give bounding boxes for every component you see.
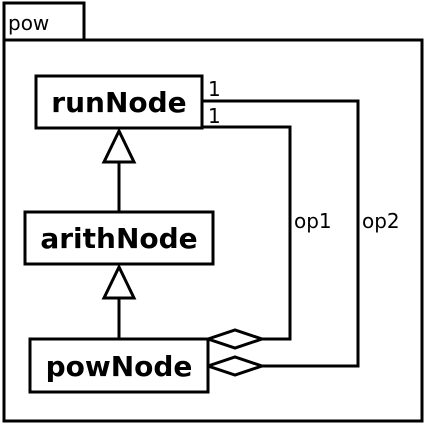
class-arith-node: arithNode [23, 210, 215, 266]
class-arith-node-box [23, 210, 215, 266]
class-pow-node: powNode [28, 337, 210, 394]
aggregation-diamond-op2 [203, 355, 267, 377]
role-label-op1: op1 [294, 209, 332, 233]
multiplicity-op1: 1 [208, 104, 221, 128]
multiplicity-op2: 1 [208, 77, 221, 101]
class-run-node-name: runNode [51, 86, 186, 119]
class-pow-node-box [28, 337, 210, 394]
association-op2-line [202, 99, 360, 368]
association-op1-line [202, 125, 292, 341]
class-arith-node-name: arithNode [40, 222, 197, 255]
class-run-node-box [34, 74, 204, 130]
package-body [2, 38, 424, 423]
generalization-arrowhead-run [101, 127, 137, 164]
class-pow-node-name: powNode [46, 350, 193, 383]
role-label-op2: op2 [362, 209, 400, 233]
aggregation-diamond-op1 [203, 328, 267, 350]
package-name: pow [8, 11, 49, 35]
class-run-node: runNode [34, 74, 204, 130]
generalization-arrowhead-arith [101, 263, 137, 300]
